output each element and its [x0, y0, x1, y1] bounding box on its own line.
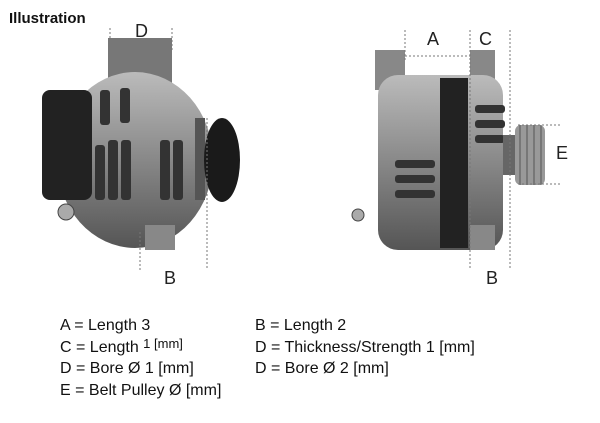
- legend-item: D = Bore Ø 1 [mm]: [60, 360, 194, 377]
- alternator-front-view: [42, 38, 240, 250]
- legend-column-2: B = Length 2 D = Thickness/Strength 1 [m…: [255, 315, 475, 380]
- label-e: E: [556, 143, 569, 163]
- legend-column-1: A = Length 3 C = Length 1 [mm] D = Bore …: [60, 315, 221, 401]
- alternator-side-view: [351, 50, 545, 250]
- label-d-left: D: [135, 21, 148, 41]
- illustration-title: Illustration: [9, 10, 86, 27]
- legend-item: E = Belt Pulley Ø [mm]: [60, 381, 222, 399]
- legend-item: D = Thickness/Strength 1 [mm]: [255, 338, 475, 356]
- legend-text: C = Length: [60, 338, 144, 356]
- left-dimension-lines: [109, 28, 208, 270]
- legend-item: B = Length 2: [255, 317, 347, 334]
- legend-item: C = Length 1 [mm]: [60, 335, 221, 359]
- label-b-right: B: [486, 268, 499, 288]
- label-c: C: [479, 29, 492, 49]
- legend-sup: 1 [mm]: [143, 335, 183, 351]
- legend-item: D = Bore Ø 2 [mm]: [255, 360, 389, 377]
- right-dimension-lines: [404, 30, 562, 270]
- label-a: A: [427, 29, 440, 49]
- legend-item: A = Length 3: [60, 317, 151, 334]
- label-b-left: B: [164, 268, 177, 288]
